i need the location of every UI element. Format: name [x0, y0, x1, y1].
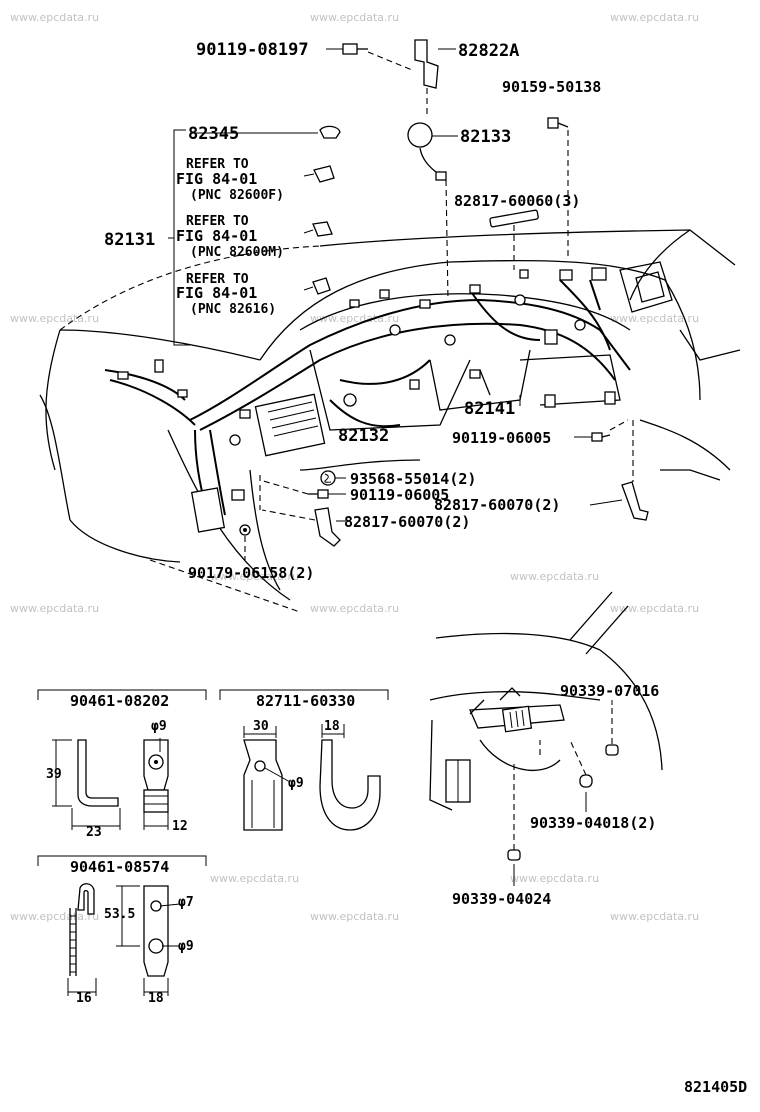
watermark-12: www.epcdata.ru [210, 872, 299, 885]
watermark-9: www.epcdata.ru [10, 602, 99, 615]
watermark-7: www.epcdata.ru [210, 570, 299, 583]
label-90159-50138: 90159-50138 [502, 78, 601, 96]
watermark-4: www.epcdata.ru [10, 312, 99, 325]
label-82133: 82133 [460, 127, 511, 147]
ref-connector-82600f [313, 165, 335, 183]
ref-connector-82616 [312, 277, 331, 295]
wiring-harness [104, 267, 631, 533]
watermark-11: www.epcdata.ru [610, 602, 699, 615]
watermark-14: www.epcdata.ru [10, 910, 99, 923]
detail2-dim-hole: φ9 [288, 776, 304, 791]
label-82817-60070-right: 82817-60070(2) [434, 496, 560, 514]
label-93568-55014: 93568-55014(2) [350, 470, 476, 488]
label-90119-06005-low: 90119-06005 [350, 486, 449, 504]
detail1-dim-h: 39 [46, 767, 62, 782]
figure-code: 821405D [684, 1078, 747, 1096]
watermark-16: www.epcdata.ru [610, 910, 699, 923]
detail1-title: 90461-08202 [70, 692, 169, 710]
label-pnc-3: (PNC 82616) [190, 302, 276, 317]
detail-90461-08574: 90461-08574 16 53.5 φ7 φ9 18 [37, 855, 207, 1006]
label-refer-2: REFER TO [186, 214, 249, 229]
label-82132: 82132 [338, 426, 389, 446]
watermark-13: www.epcdata.ru [510, 872, 599, 885]
label-90339-04018: 90339-04018(2) [530, 814, 656, 832]
label-90119-06005-mid: 90119-06005 [452, 429, 551, 447]
detail2-title: 82711-60330 [256, 692, 355, 710]
watermark-1: www.epcdata.ru [10, 11, 99, 24]
harness-connectors [117, 267, 616, 533]
detail2-dim-a: 30 [253, 719, 269, 734]
protector-82817-60070-left [314, 507, 341, 547]
label-82817-60060: 82817-60060(3) [454, 192, 580, 210]
label-refer-1: REFER TO [186, 157, 249, 172]
detail-clip-panel: 90339-07016 90339-04018(2) 90339-04024 [429, 591, 663, 908]
watermark-5: www.epcdata.ru [310, 312, 399, 325]
protector-82817-60060 [489, 209, 539, 228]
vehicle-body-outline [39, 229, 741, 613]
bolt-90119-08197 [342, 43, 368, 55]
label-82822a: 82822A [458, 41, 519, 61]
watermark-3: www.epcdata.ru [610, 11, 699, 24]
watermark-8: www.epcdata.ru [510, 570, 599, 583]
detail1-dim-width: 12 [172, 819, 188, 834]
connector-82133 [407, 122, 447, 181]
detail3-dim-hole1: φ7 [178, 895, 194, 910]
label-90179-06158: 90179-06158(2) [188, 564, 314, 582]
clip-90339-07016 [605, 744, 619, 756]
bolt-90119-06005-mid [591, 432, 611, 442]
main-small-parts [239, 39, 649, 560]
label-82131: 82131 [104, 230, 155, 250]
bolt-90159-50138 [547, 117, 569, 129]
main-labels: 90119-08197 82822A 90159-50138 82345 821… [104, 40, 601, 582]
bolt-90119-06005-low [308, 489, 329, 499]
bracket-82822a [414, 39, 439, 89]
label-pnc-1: (PNC 82600F) [190, 188, 284, 203]
protector-82817-60070-right [621, 481, 649, 521]
detail-90461-08202: 90461-08202 39 23 φ9 12 [37, 689, 207, 840]
instrument-panel [254, 293, 631, 457]
label-82141: 82141 [464, 399, 515, 419]
label-82817-60070-left: 82817-60070(2) [344, 513, 470, 531]
leader-lines [168, 48, 623, 522]
detail3-title: 90461-08574 [70, 858, 169, 876]
label-fig-1: FIG 84-01 [176, 170, 257, 188]
clip-90339-04024 [507, 849, 521, 861]
label-90119-08197: 90119-08197 [196, 40, 309, 60]
detail1-dim-hole: φ9 [151, 719, 167, 734]
ref-connector-82600m [312, 221, 333, 237]
label-pnc-2: (PNC 82600M) [190, 245, 284, 260]
watermarks: www.epcdata.ru www.epcdata.ru www.epcdat… [10, 11, 699, 923]
detail3-dim-spacing: 53.5 [104, 907, 135, 922]
watermark-2: www.epcdata.ru [310, 11, 399, 24]
clamp-82345 [319, 125, 341, 139]
label-90339-04024: 90339-04024 [452, 890, 551, 908]
detail-82711-60330: 82711-60330 30 18 φ9 [219, 689, 389, 831]
detail2-dim-b: 18 [324, 719, 340, 734]
detail3-dim-w1: 16 [76, 991, 92, 1006]
label-refer-3: REFER TO [186, 272, 249, 287]
ecu-block [254, 393, 326, 457]
detail3-dim-w2: 18 [148, 991, 164, 1006]
nut-90179-06158 [239, 524, 251, 536]
label-82345: 82345 [188, 124, 239, 144]
detail1-dim-w: 23 [86, 825, 102, 840]
grommet-93568-55014 [320, 470, 336, 486]
watermark-15: www.epcdata.ru [310, 910, 399, 923]
watermark-10: www.epcdata.ru [310, 602, 399, 615]
label-fig-2: FIG 84-01 [176, 227, 257, 245]
watermark-6: www.epcdata.ru [610, 312, 699, 325]
clip-90339-04018 [579, 774, 593, 788]
label-fig-3: FIG 84-01 [176, 284, 257, 302]
label-90339-07016: 90339-07016 [560, 682, 659, 700]
detail3-dim-hole2: φ9 [178, 939, 194, 954]
